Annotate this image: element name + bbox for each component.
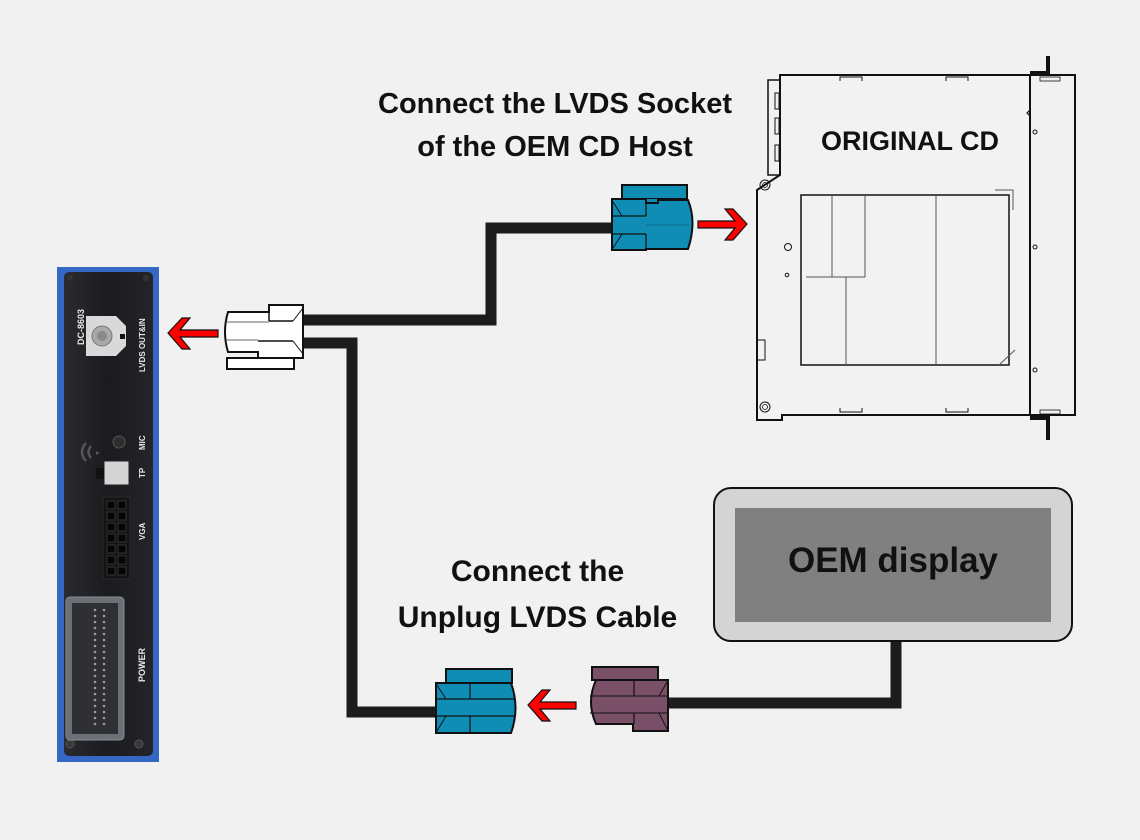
tp-port [103, 460, 130, 486]
vga-pin [117, 511, 127, 521]
vga-pin [117, 500, 127, 510]
vga-pin [117, 544, 127, 554]
power-pin [102, 650, 106, 654]
power-pin [93, 698, 97, 702]
power-pin [102, 614, 106, 618]
purple-connector [590, 666, 669, 732]
power-pin [102, 626, 106, 630]
arrow-left-to-bottom-connector [527, 689, 577, 722]
vga-pin [106, 566, 116, 576]
power-pin [102, 692, 106, 696]
power-pin [93, 644, 97, 648]
lvds-port-label: LVDS OUT&IN [138, 318, 147, 372]
wireless-icon [80, 442, 100, 462]
vga-pin [117, 555, 127, 565]
power-pin [93, 638, 97, 642]
power-pin [93, 632, 97, 636]
screw-icon [65, 739, 75, 749]
power-pin [93, 650, 97, 654]
power-pin [93, 620, 97, 624]
power-pin [93, 686, 97, 690]
lvds-port [86, 316, 126, 356]
vga-port [102, 496, 131, 580]
power-pin [93, 626, 97, 630]
power-pin [93, 608, 97, 612]
vga-pin [106, 544, 116, 554]
power-pin [102, 698, 106, 702]
power-pin [93, 656, 97, 660]
mic-jack [112, 435, 126, 449]
power-pin [102, 686, 106, 690]
power-pin [93, 614, 97, 618]
power-pin [93, 692, 97, 696]
power-pin [93, 680, 97, 684]
vga-pin [106, 533, 116, 543]
power-pin [102, 704, 106, 708]
power-pin [102, 620, 106, 624]
instruction-line: Connect the LVDS Socket [378, 88, 732, 120]
oem-display-label: OEM display [787, 541, 999, 580]
vga-pin [106, 511, 116, 521]
teal-connector-bottom [435, 668, 517, 734]
vga-label: VGA [138, 522, 147, 540]
mic-label: MIC [138, 435, 147, 450]
power-pin [102, 710, 106, 714]
vga-pin [106, 500, 116, 510]
instruction-line: Connect the [450, 555, 625, 588]
power-pin [102, 638, 106, 642]
power-pin [93, 710, 97, 714]
interface-module: DC-8603 LVDS OUT&IN MIC TP VGA POWER [57, 267, 159, 762]
power-pin [102, 674, 106, 678]
power-pin [102, 722, 106, 726]
vga-pin [117, 522, 127, 532]
cable-from-display [665, 640, 902, 709]
power-port [65, 596, 125, 741]
instruction-connect-cd-socket: Connect the LVDS Socket of the OEM CD Ho… [350, 83, 760, 169]
original-cd-label: ORIGINAL CD [820, 126, 999, 156]
power-pin [102, 668, 106, 672]
power-pin [93, 674, 97, 678]
teal-connector-top [611, 184, 694, 251]
instruction-line: Unplug LVDS Cable [397, 601, 678, 634]
power-label: POWER [137, 647, 147, 682]
cable-to-bottom-connector [300, 337, 440, 718]
power-pin [93, 716, 97, 720]
power-pin [102, 644, 106, 648]
vga-pin [117, 533, 127, 543]
module-model-label: DC-8603 [76, 309, 86, 345]
power-pin [93, 662, 97, 666]
screw-icon [67, 275, 73, 281]
vga-pin [106, 555, 116, 565]
arrow-right-to-cd [697, 208, 748, 241]
instruction-line: of the OEM CD Host [417, 131, 693, 163]
screw-icon [134, 739, 144, 749]
screw-icon [143, 275, 149, 281]
power-pin [102, 662, 106, 666]
power-pin [102, 608, 106, 612]
original-cd-unit [756, 56, 1076, 440]
white-connector [224, 304, 304, 370]
oem-display [713, 487, 1073, 642]
power-pin [102, 632, 106, 636]
vga-pin [117, 566, 127, 576]
arrow-left-to-module [167, 317, 219, 350]
cable-to-cd [300, 222, 615, 326]
power-pin [93, 722, 97, 726]
vga-pin [106, 522, 116, 532]
power-pin [102, 716, 106, 720]
instruction-connect-unplugged-cable: Connect the Unplug LVDS Cable [360, 549, 715, 641]
power-pin [93, 704, 97, 708]
power-pin [102, 656, 106, 660]
tp-label: TP [138, 467, 147, 478]
power-pin [93, 668, 97, 672]
power-pin [102, 680, 106, 684]
display-screen [735, 508, 1051, 622]
